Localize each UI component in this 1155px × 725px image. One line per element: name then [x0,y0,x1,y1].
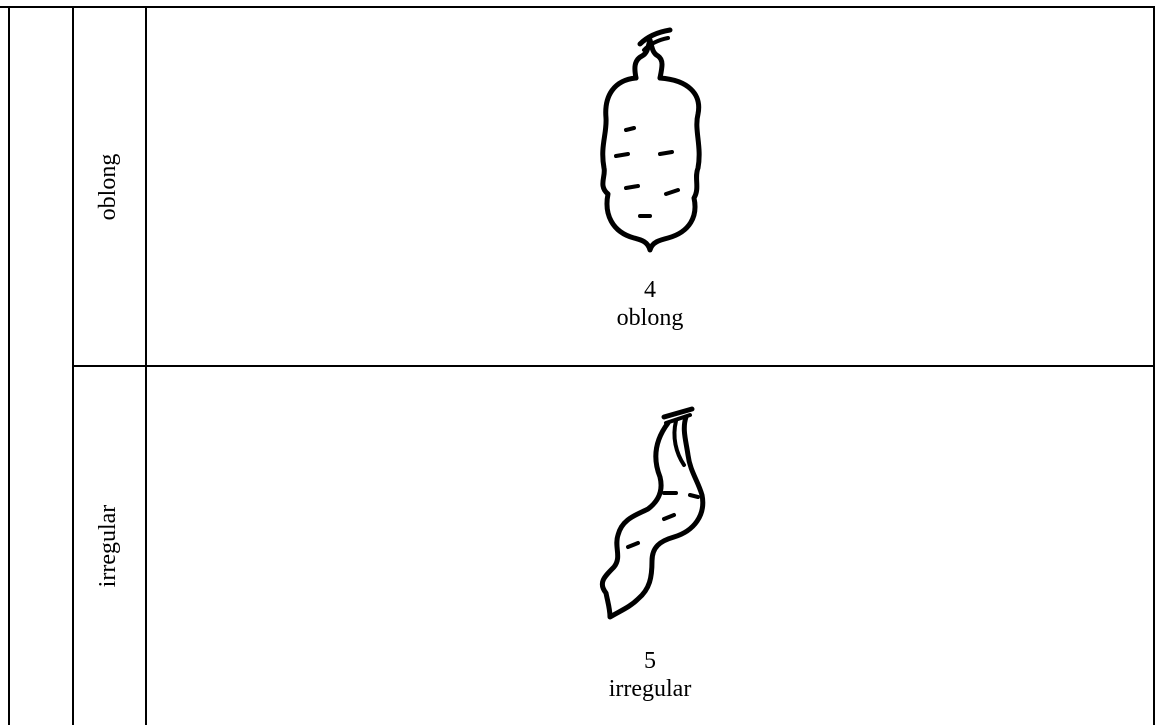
row-label-oblong: oblong [96,153,120,220]
shape-number: 4 [145,276,1155,304]
oblong-tuber-icon [590,18,710,258]
table-left-border [8,6,10,725]
illustration-oblong [145,18,1155,258]
table-row-irregular: irregular 5 [72,367,1155,725]
caption-irregular: 5 irregular [145,647,1155,703]
illustration-cell-irregular: 5 irregular [145,367,1155,725]
row-label-cell: irregular [72,367,144,725]
illustration-irregular [145,397,1155,627]
caption-oblong: 4 oblong [145,276,1155,332]
row-label-cell: oblong [72,8,144,365]
shape-number: 5 [145,647,1155,675]
shape-name: irregular [145,675,1155,703]
row-label-irregular: irregular [96,505,120,588]
table-row-oblong: oblong [72,8,1155,365]
illustration-cell-oblong: 4 oblong [145,8,1155,365]
irregular-tuber-icon [580,397,720,627]
shape-name: oblong [145,304,1155,332]
